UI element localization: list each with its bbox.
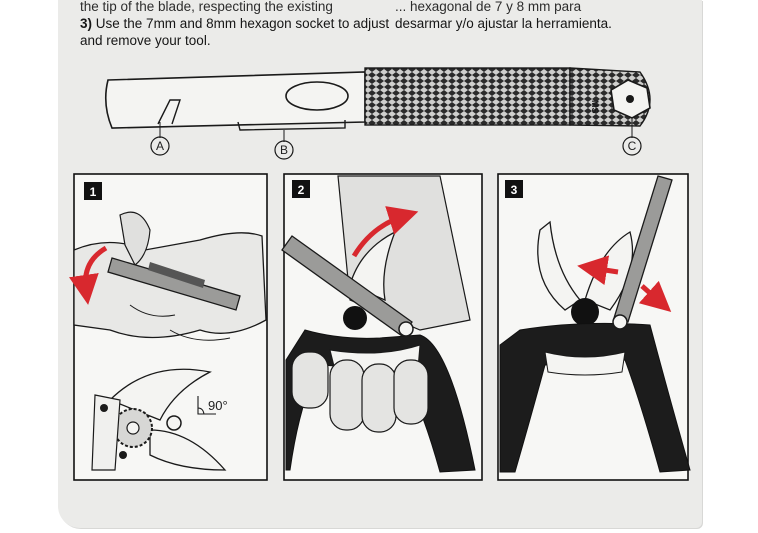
panel-2: 2 (281, 173, 483, 481)
instructions-english: the tip of the blade, respecting the exi… (80, 0, 389, 49)
step-number: 3) (80, 16, 93, 31)
instruction-line-1: the tip of the blade, respecting the exi… (80, 0, 333, 14)
instruction-step-3-text: Use the 7mm and 8mm hexagon socket to ad… (95, 16, 390, 31)
hex-wrench-tool: MS (104, 67, 651, 131)
callout-a: A (150, 122, 170, 156)
panel-1-number: 1 (90, 185, 97, 199)
rotate-arrow-2 (351, 206, 419, 258)
callout-label-c: C (628, 139, 637, 153)
tool-body (104, 71, 366, 129)
callout-label-a: A (156, 139, 164, 153)
panel-3-number: 3 (511, 183, 518, 197)
callout-b: B (274, 130, 294, 160)
tool-mark: MS (590, 100, 600, 114)
tool-oval-slot (285, 81, 349, 111)
rotate-arrow-1 (69, 245, 108, 305)
callout-label-b: B (280, 143, 288, 157)
blade-slot-a (157, 99, 181, 125)
tool-in-hand-2 (281, 235, 413, 337)
knurled-grip (364, 67, 571, 126)
arrow-left-3 (577, 255, 619, 286)
tool-in-hand-3 (613, 175, 673, 323)
notch-b (237, 120, 346, 131)
panel-3: 3 (497, 173, 691, 481)
instruction-line-2: 3) Use the 7mm and 8mm hexagon socket to… (80, 15, 389, 32)
panel-2-number: 2 (298, 183, 305, 197)
fingers-2 (291, 351, 429, 433)
instruction-line-3: and remove your tool. (80, 33, 211, 48)
angle-icon (197, 396, 216, 415)
instructions-spanish: ... hexagonal de 7 y 8 mm para desarmar … (395, 0, 612, 32)
panel-1: 1 90° (69, 173, 268, 481)
instruction-es-line-1: ... hexagonal de 7 y 8 mm para (395, 0, 582, 14)
pruner-blade (108, 368, 212, 421)
instruction-es-line-2: desarmar y/o ajustar la herramienta. (395, 16, 612, 31)
callout-c: C (622, 118, 642, 156)
angle-label: 90° (208, 398, 228, 413)
arrow-right-3 (638, 280, 672, 312)
